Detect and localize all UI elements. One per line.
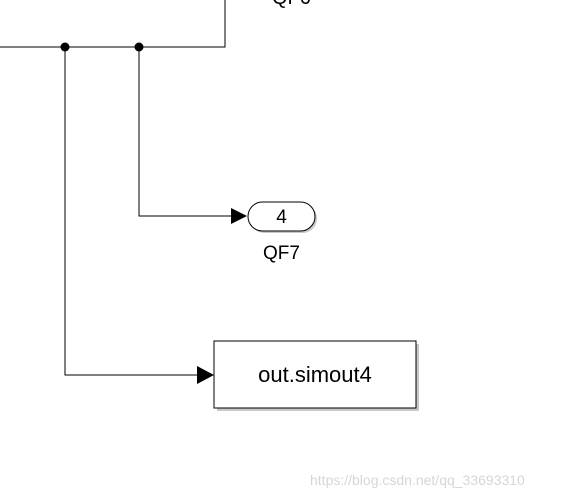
arrowhead-outport xyxy=(231,208,247,224)
outport-block-body[interactable] xyxy=(247,201,316,232)
to-workspace-variable: out.simout4 xyxy=(258,362,372,387)
outport-number: 4 xyxy=(276,207,287,228)
branch-point-left xyxy=(60,42,70,52)
to-workspace-block[interactable]: out.simout4 xyxy=(213,340,419,411)
to-workspace-block-body[interactable] xyxy=(213,340,417,409)
branch-point-right xyxy=(134,42,144,52)
outport-block[interactable]: 4 xyxy=(247,201,317,233)
cropped-top-label: QF6 xyxy=(272,0,311,9)
signal-line-top[interactable] xyxy=(0,0,226,48)
watermark-text: https://blog.csdn.net/qq_33693310 xyxy=(310,472,525,488)
signal-line-to-outport[interactable] xyxy=(138,47,232,217)
signal-lines xyxy=(0,0,232,376)
outport-name-label[interactable]: QF7 xyxy=(263,243,300,264)
arrowhead-to-workspace xyxy=(197,366,214,384)
signal-line-to-workspace[interactable] xyxy=(64,47,198,376)
